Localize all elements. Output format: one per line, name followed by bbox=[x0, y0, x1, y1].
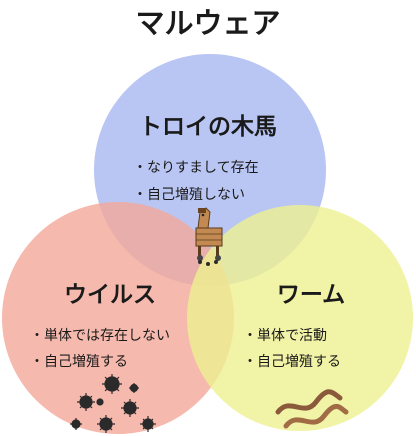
trojan-horse-icon bbox=[195, 207, 223, 261]
worm-bullet: ・単体で活動 bbox=[243, 328, 327, 344]
small-creatures-icon bbox=[198, 260, 218, 266]
trojan-bullet: ・自己増殖しない bbox=[133, 186, 245, 203]
virus-name: ウイルス bbox=[64, 282, 156, 308]
worm-name: ワーム bbox=[277, 282, 345, 308]
virus-germs-icon bbox=[70, 374, 156, 433]
diagram-title: マルウェア bbox=[135, 6, 280, 40]
worm-bullet: ・自己増殖する bbox=[243, 353, 341, 370]
virus-circle bbox=[2, 202, 234, 434]
virus-bullet: ・単体では存在しない bbox=[30, 328, 170, 344]
worms-icon bbox=[275, 389, 349, 429]
trojan-name: トロイの木馬 bbox=[139, 114, 277, 140]
trojan-bullet: ・なりすまして存在 bbox=[133, 160, 259, 176]
virus-bullet: ・自己増殖する bbox=[30, 353, 128, 370]
worm-circle bbox=[187, 205, 413, 431]
